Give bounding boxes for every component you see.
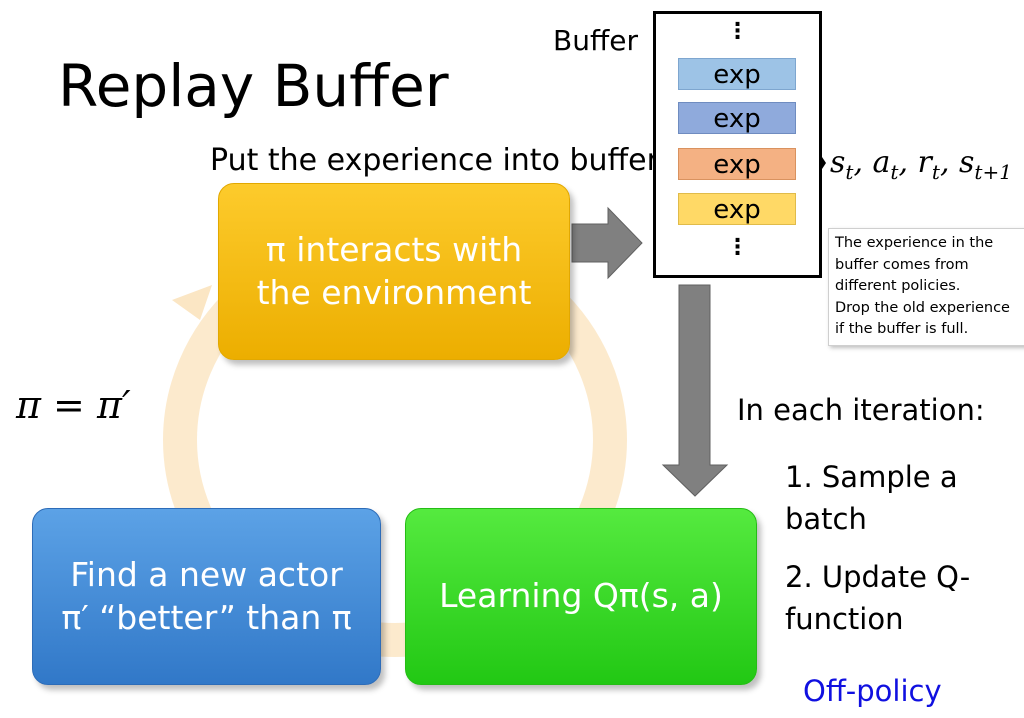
buffer-top-dots: ⋮	[726, 19, 749, 44]
iteration-step-2: 2. Update Q-function	[785, 560, 971, 636]
buffer-note: The experience in the buffer comes from …	[828, 228, 1024, 346]
buffer-entry: exp	[678, 102, 796, 134]
policy-update-equation: π = π′	[16, 383, 131, 427]
iteration-step-1: 1. Sample a batch	[785, 460, 958, 536]
buffer-entry: exp	[678, 193, 796, 225]
buffer-bottom-dots: ⋮	[726, 235, 749, 260]
find-line-1: Find a new actor	[70, 554, 343, 594]
interact-box: π interacts with the environment	[218, 183, 570, 360]
note-line-drop: Drop the old experience if the buffer is…	[835, 299, 1010, 338]
transition-tuple: st, at, rt, st+1	[830, 145, 1012, 184]
buffer-entry: exp	[678, 58, 796, 90]
page-title: Replay Buffer	[58, 52, 449, 120]
find-actor-box: Find a new actor π′ “better” than π	[32, 508, 381, 685]
arrow-to-buffer	[571, 206, 643, 280]
learning-label: Learning Qπ(s, a)	[439, 576, 723, 616]
replay-buffer: ⋮ exp exp exp exp ⋮	[653, 11, 822, 278]
interact-line-2: the environment	[256, 272, 532, 312]
buffer-entry-highlighted: exp	[678, 148, 796, 180]
iteration-heading: In each iteration:	[737, 393, 985, 427]
interact-line-1: π interacts with	[265, 229, 523, 269]
find-line-2: π′ “better” than π	[61, 597, 352, 637]
note-line-policies: The experience in the buffer comes from …	[835, 235, 994, 294]
buffer-label: Buffer	[553, 24, 638, 57]
learning-box: Learning Qπ(s, a)	[405, 508, 757, 685]
arrow-sample-down	[661, 284, 729, 497]
cycle-arrowhead	[172, 285, 212, 320]
put-experience-text: Put the experience into buffer.	[210, 143, 666, 178]
off-policy-label: Off-policy	[803, 674, 942, 708]
